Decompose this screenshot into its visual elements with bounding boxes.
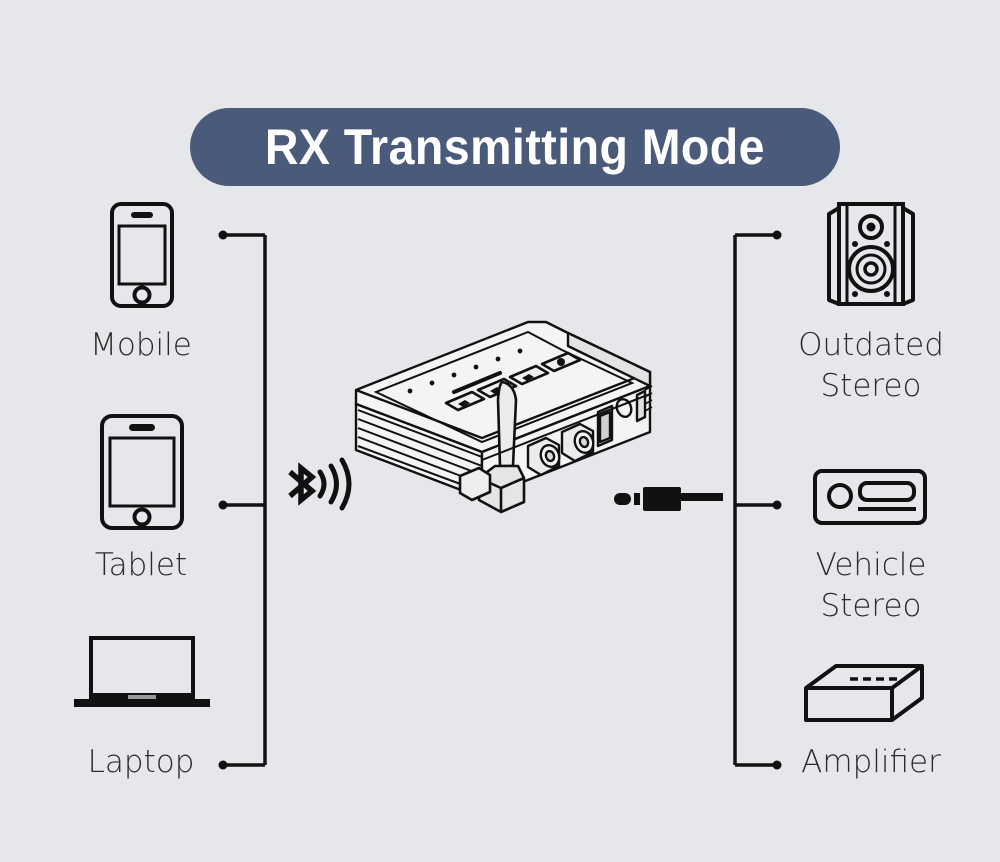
output-label-vehicle-stereo: Vehicle Stereo [815,547,927,624]
mobile-phone-icon [110,202,174,308]
source-label-mobile: Mobile [90,327,192,363]
laptop-icon [74,636,210,707]
output-label-amplifier: Amplifier [801,744,941,780]
bluetooth-audio-transmitter-device [354,320,653,514]
left-connector-bracket [218,230,267,770]
page-title: RX Transmitting Mode [264,119,766,175]
tablet-icon [100,414,184,530]
output-label-outdated-stereo: Outdated Stereo [798,327,944,404]
source-label-laptop: Laptop [87,744,195,780]
speaker-cabinet-icon [827,202,915,306]
title-banner: RX Transmitting Mode [190,108,840,186]
source-label-tablet: Tablet [94,547,188,583]
right-connector-bracket [733,230,782,770]
amplifier-box-icon [804,664,924,722]
audio-jack-plug-icon [614,487,723,511]
car-head-unit-icon [813,469,927,525]
bluetooth-waves-icon [288,457,352,511]
